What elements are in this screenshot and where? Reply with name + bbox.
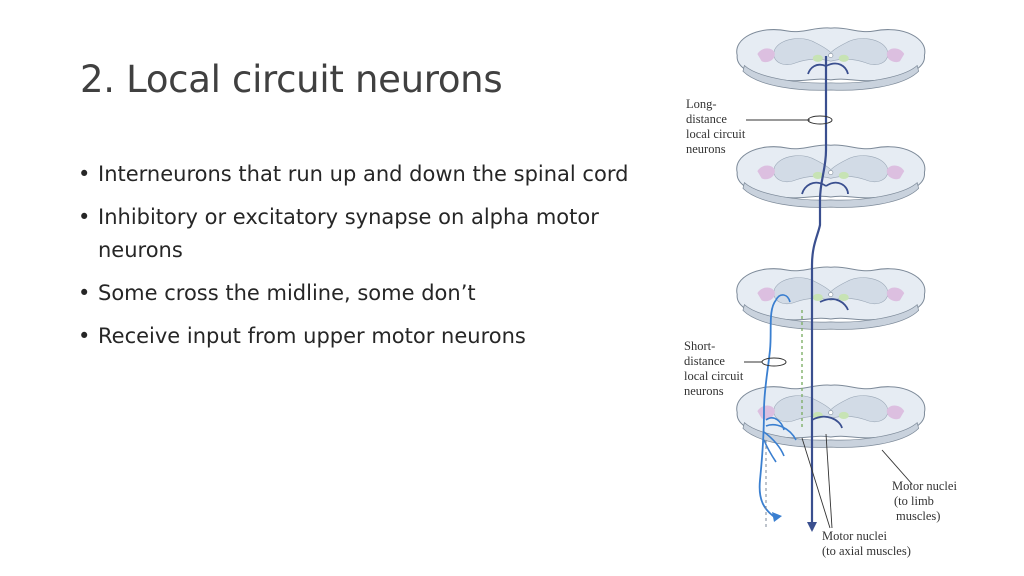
axial-label-line: Motor nuclei (822, 529, 887, 543)
bullet-item: • Some cross the midline, some don’t (74, 277, 664, 310)
long-neuron-arrowhead (807, 522, 817, 532)
limb-label-leader (881, 449, 913, 485)
long-label-ring (807, 115, 833, 125)
bullet-text: Some cross the midline, some don’t (98, 281, 476, 305)
bullet-marker: • (78, 281, 91, 305)
axial-label-leader-2 (825, 433, 833, 529)
bullet-marker: • (78, 162, 91, 186)
axial-label-leader (801, 437, 831, 529)
long-neuron-branch-low (819, 298, 849, 311)
long-distance-label: Long- distance local circuit neurons (686, 97, 748, 156)
long-label-line: neurons (686, 142, 726, 156)
slide-title: 2. Local circuit neurons (80, 58, 503, 101)
bullet-text: Interneurons that run up and down the sp… (98, 162, 629, 186)
long-label-line: local circuit (686, 127, 746, 141)
motor-nuclei-limb-label: Motor nuclei (to limb muscles) (892, 479, 960, 523)
spinal-cord-figure: Long- distance local circuit neurons Sho… (684, 27, 960, 558)
bullet-item: • Inhibitory or excitatory synapse on alp… (74, 201, 664, 267)
bullet-marker: • (78, 205, 91, 229)
bullet-text: Inhibitory or excitatory synapse on alph… (98, 205, 599, 262)
short-label-line: local circuit (684, 369, 744, 383)
short-label-ring (761, 357, 787, 367)
long-neuron-branch-mid (801, 181, 849, 195)
motor-nuclei-axial-label: Motor nuclei (to axial muscles) (822, 529, 911, 558)
short-label-line: neurons (684, 384, 724, 398)
long-neuron-branch-bottom (811, 415, 843, 429)
short-distance-label: Short- distance local circuit neurons (684, 339, 746, 398)
short-distance-neuron-path (758, 299, 777, 519)
cord-section-2 (736, 144, 926, 208)
bullet-marker: • (78, 324, 91, 348)
long-neuron-branch-top (807, 62, 849, 75)
bullet-list: • Interneurons that run up and down the s… (74, 158, 664, 363)
short-label-line: Short- (684, 339, 715, 353)
limb-label-line: (to limb (894, 494, 934, 508)
short-neuron-arrowhead (772, 512, 782, 522)
axial-label-line: (to axial muscles) (822, 544, 911, 558)
long-distance-neuron-path (810, 56, 828, 530)
limb-label-line: Motor nuclei (892, 479, 957, 493)
bullet-item: • Interneurons that run up and down the s… (74, 158, 664, 191)
cord-section-1 (736, 27, 926, 91)
bullet-text: Receive input from upper motor neurons (98, 324, 526, 348)
short-neuron-branches (763, 294, 797, 463)
bullet-item: • Receive input from upper motor neurons (74, 320, 664, 353)
short-label-line: distance (684, 354, 725, 368)
limb-label-line: muscles) (896, 509, 940, 523)
long-label-line: Long- (686, 97, 717, 111)
long-label-line: distance (686, 112, 727, 126)
